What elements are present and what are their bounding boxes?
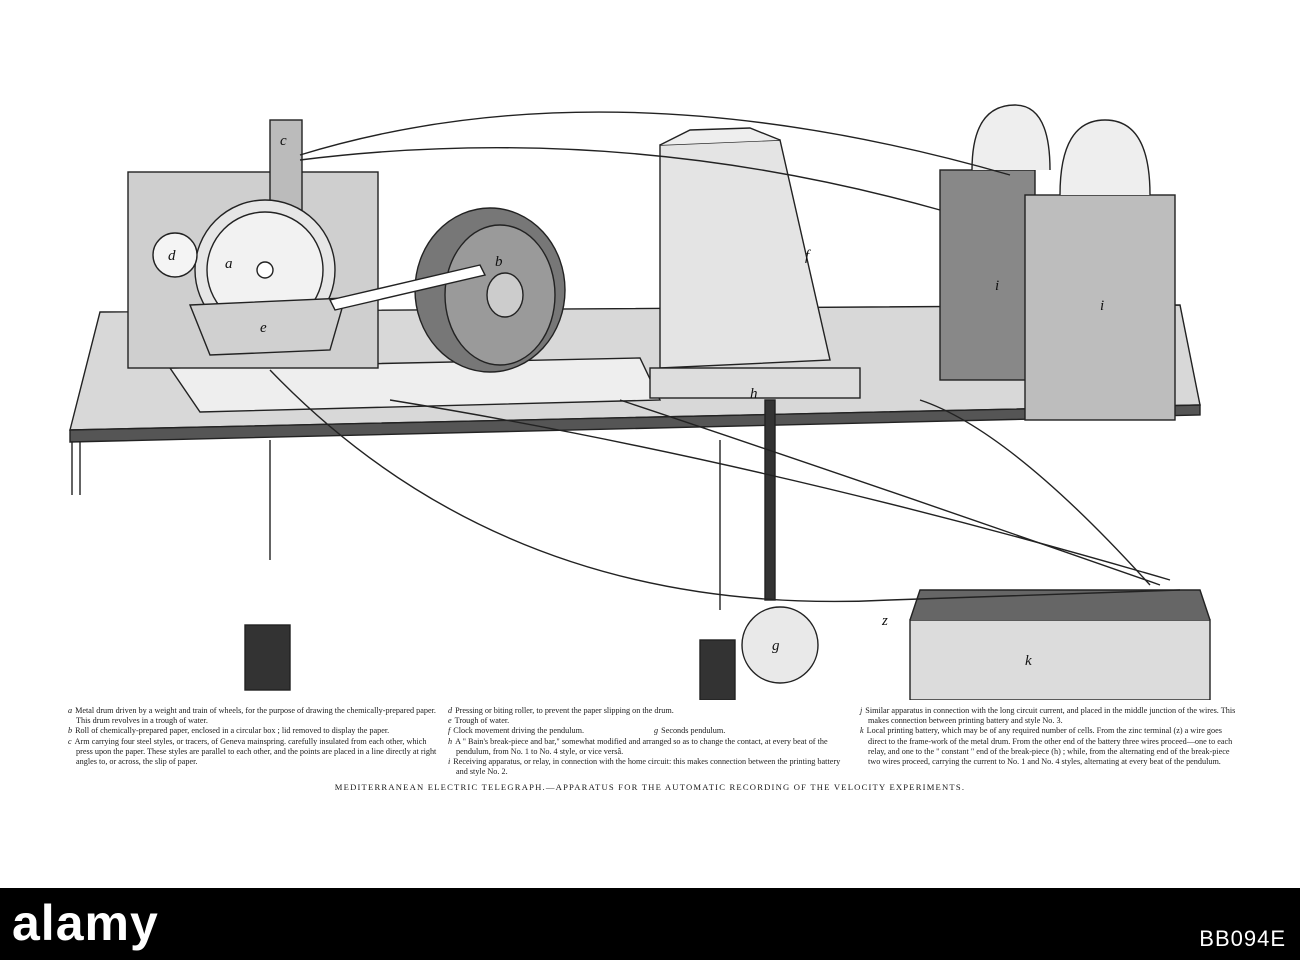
stock-watermark-bar: alamy BB094E [0, 888, 1300, 960]
label-b: b [495, 254, 503, 270]
label-a: a [225, 256, 233, 272]
alamy-logo: alamy [12, 895, 159, 951]
part-labels: a b c d e f g h i i k z [168, 133, 1104, 669]
telegraph-apparatus-engraving: a b c d e f g h i i k z [69, 104, 1211, 700]
label-z: z [881, 613, 888, 629]
image-id: BB094E [1199, 926, 1286, 951]
label-d: d [168, 248, 176, 264]
label-h: h [750, 386, 758, 402]
label-g: g [772, 638, 780, 654]
label-i-2: i [1100, 298, 1104, 314]
label-k: k [1025, 653, 1032, 669]
label-i-1: i [995, 278, 999, 294]
label-e: e [260, 320, 267, 336]
figure-caption: MEDITERRANEAN ELECTRIC TELEGRAPH.—APPARA… [334, 782, 966, 792]
label-c: c [280, 133, 287, 149]
label-f: f [805, 248, 811, 264]
